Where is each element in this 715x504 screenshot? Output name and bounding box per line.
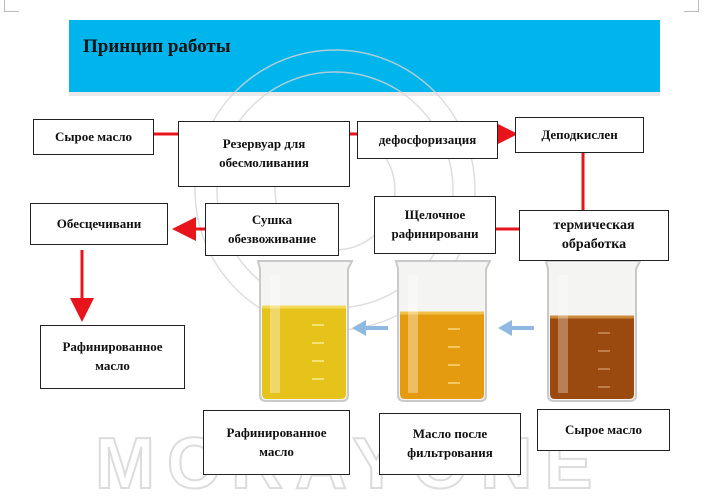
box-thermal-treatment: термическая обработка bbox=[519, 210, 669, 261]
box-raw-oil: Сырое масло bbox=[33, 119, 154, 155]
header-shadow bbox=[69, 92, 660, 96]
box-alkali-refining: Щелочное рафинировани bbox=[374, 196, 496, 254]
beaker-filtered-oil bbox=[394, 260, 492, 402]
box-deacidification: Деподкислен bbox=[515, 117, 644, 153]
beaker-refined-oil bbox=[256, 260, 354, 402]
arrow-raw-to-filtered bbox=[498, 320, 534, 336]
header-banner bbox=[69, 20, 660, 92]
label-raw-oil: Сырое масло bbox=[537, 409, 670, 451]
box-bleaching: Обесцечивани bbox=[30, 203, 168, 245]
page-title: Принцип работы bbox=[83, 36, 231, 57]
beaker-raw-oil bbox=[544, 260, 642, 402]
box-refined-oil: Рафинированное масло bbox=[40, 325, 185, 389]
arrow-filtered-to-refined bbox=[352, 320, 388, 336]
box-degumming-tank: Резервуар для обесмоливания bbox=[178, 121, 350, 187]
page-corner-mark bbox=[4, 0, 19, 12]
box-drying-dehydration: Сушка обезвоживание bbox=[205, 203, 339, 256]
page-corner-mark bbox=[684, 0, 699, 12]
label-refined-oil: Рафинированное масло bbox=[203, 410, 350, 475]
box-dephosphorization: дефосфоризация bbox=[357, 121, 498, 159]
label-filtered-oil: Масло после фильтрования bbox=[379, 413, 521, 475]
